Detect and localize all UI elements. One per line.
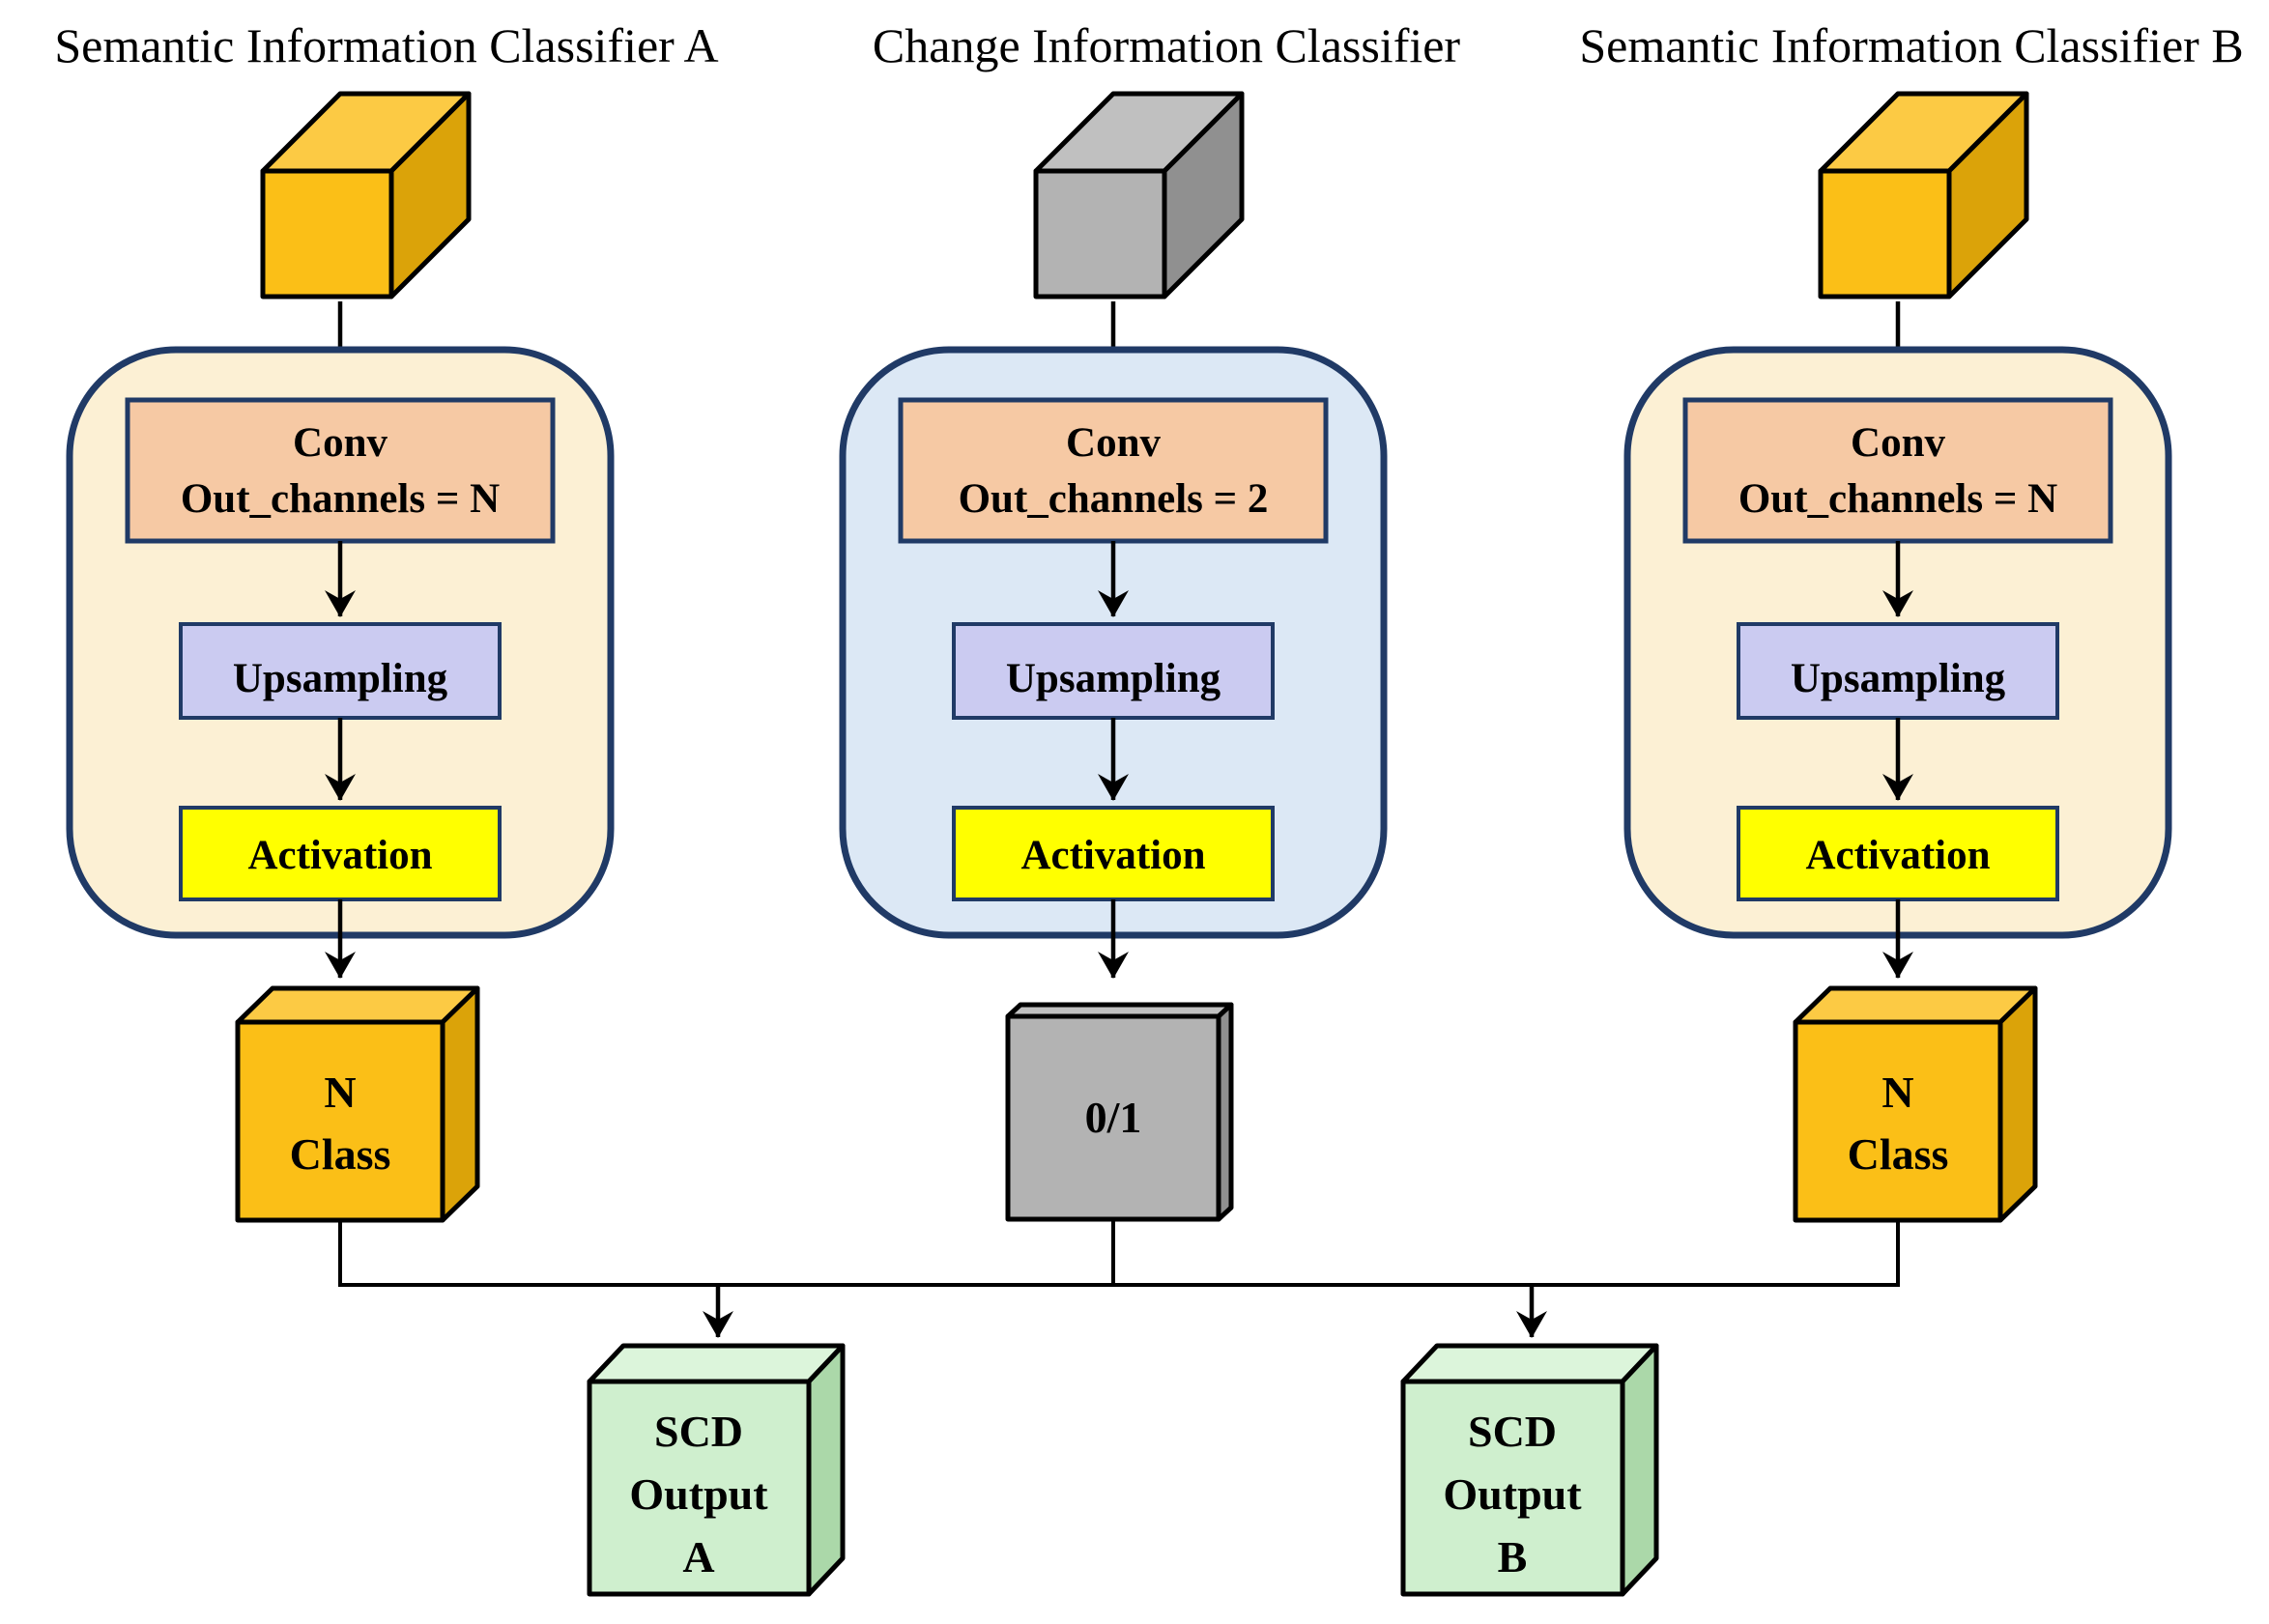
upsampling-box-b bbox=[1737, 622, 2059, 720]
n-class-cube-b: N Class bbox=[1793, 985, 2038, 1223]
activation-box-b bbox=[1737, 806, 2059, 901]
change-classifier-column: Conv Out_channels = 2 Upsampling Activat… bbox=[839, 91, 1388, 1222]
scd-output-a-line1: SCD bbox=[654, 1407, 743, 1456]
cube-front-face bbox=[1005, 1013, 1221, 1222]
binary-output-label: 0/1 bbox=[1085, 1093, 1142, 1142]
cube-front-face bbox=[1818, 168, 1952, 299]
n-class-label-line2: Class bbox=[290, 1129, 391, 1179]
cube-side-face bbox=[1620, 1343, 1659, 1597]
scd-output-a-line3: A bbox=[682, 1532, 714, 1581]
conv-label-line1: Conv bbox=[1066, 420, 1161, 466]
scd-output-b-line3: B bbox=[1498, 1532, 1528, 1581]
cube-top-face bbox=[1793, 985, 2038, 1025]
cube-side-face bbox=[440, 985, 480, 1223]
cube-front-face bbox=[1033, 168, 1167, 299]
conv-label-line1: Conv bbox=[293, 420, 388, 466]
upsampling-label: Upsampling bbox=[1006, 656, 1221, 701]
scd-output-cube-a: SCD Output A bbox=[587, 1343, 846, 1597]
cube-top-face bbox=[1400, 1343, 1659, 1384]
title-semantic-classifier-b: Semantic Information Classifier B bbox=[1579, 18, 2243, 72]
binary-output-cube: 0/1 bbox=[1005, 1002, 1234, 1222]
upsampling-box-change bbox=[952, 622, 1275, 720]
cube-front-face bbox=[587, 1379, 812, 1597]
cube-side-face bbox=[1997, 985, 2038, 1223]
conv-label-line2: Out_channels = N bbox=[181, 476, 500, 522]
cube-front-face bbox=[235, 1019, 445, 1223]
conv-label-line2: Out_channels = N bbox=[1738, 476, 2057, 522]
activation-label: Activation bbox=[247, 833, 432, 878]
input-tensor-cube-b bbox=[1818, 91, 2029, 299]
scd-output-b-line2: Output bbox=[1443, 1469, 1582, 1519]
classifier-a-column: Conv Out_channels = N Upsampling Activat… bbox=[66, 91, 615, 1223]
scd-output-b-line1: SCD bbox=[1468, 1407, 1557, 1456]
upsampling-label: Upsampling bbox=[1791, 656, 2006, 701]
conv-label-line2: Out_channels = 2 bbox=[959, 476, 1269, 522]
n-class-label-line1: N bbox=[324, 1068, 356, 1117]
n-class-cube-a: N Class bbox=[235, 985, 480, 1223]
cube-front-face bbox=[260, 168, 394, 299]
input-tensor-cube-a bbox=[260, 91, 472, 299]
title-semantic-classifier-a: Semantic Information Classifier A bbox=[54, 18, 718, 72]
conv-box-change bbox=[898, 397, 1329, 544]
merge-bus bbox=[338, 1219, 1900, 1338]
scd-output-cube-b: SCD Output B bbox=[1400, 1343, 1659, 1597]
title-change-classifier: Change Information Classifier bbox=[873, 18, 1461, 72]
n-class-label-line1: N bbox=[1881, 1068, 1913, 1117]
classifier-b-column: Conv Out_channels = N Upsampling Activat… bbox=[1623, 91, 2172, 1223]
cube-front-face bbox=[1400, 1379, 1625, 1597]
input-tensor-cube-change bbox=[1033, 91, 1245, 299]
cube-top-face bbox=[235, 985, 480, 1025]
activation-label: Activation bbox=[1805, 833, 1990, 878]
cube-top-face bbox=[587, 1343, 846, 1384]
cube-side-face bbox=[806, 1343, 846, 1597]
scd-output-a-line2: Output bbox=[629, 1469, 768, 1519]
conv-box-a bbox=[125, 397, 556, 544]
cube-front-face bbox=[1793, 1019, 2003, 1223]
conv-label-line1: Conv bbox=[1851, 420, 1945, 466]
n-class-label-line2: Class bbox=[1848, 1129, 1949, 1179]
upsampling-label: Upsampling bbox=[233, 656, 448, 701]
activation-label: Activation bbox=[1020, 833, 1205, 878]
